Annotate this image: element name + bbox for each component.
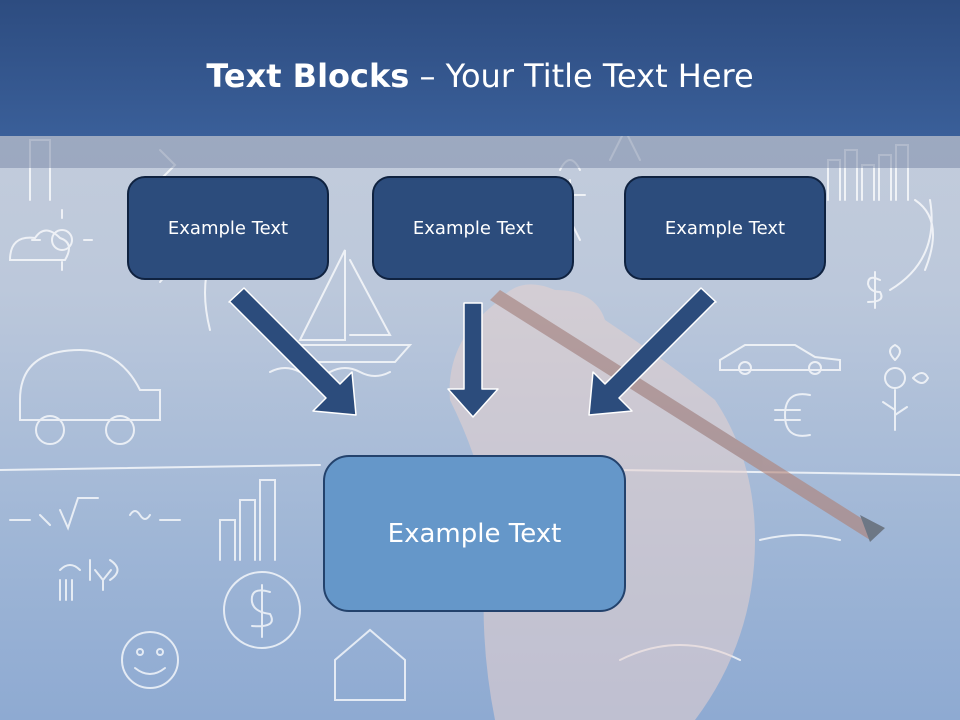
title-rest-text: Your Title Text Here [445,57,754,95]
text-block-left[interactable]: Example Text [127,176,329,280]
text-block-left-label: Example Text [167,217,289,239]
text-block-right-label: Example Text [664,217,786,239]
title-bold-text: Text Blocks [206,57,410,95]
text-block-middle[interactable]: Example Text [372,176,574,280]
arrow-middle-to-center [447,302,499,418]
text-block-right[interactable]: Example Text [624,176,826,280]
arrow-left-to-center [228,287,357,416]
target-text-block-label: Example Text [387,518,562,549]
title-bar-shadow-strip [0,136,960,168]
title-bar [0,0,960,136]
arrow-right-to-center [588,287,717,416]
text-block-middle-label: Example Text [412,217,534,239]
target-text-block[interactable]: Example Text [323,455,626,612]
title-separator: – [409,57,446,95]
slide-title[interactable]: Text Blocks – Your Title Text Here [0,52,960,100]
